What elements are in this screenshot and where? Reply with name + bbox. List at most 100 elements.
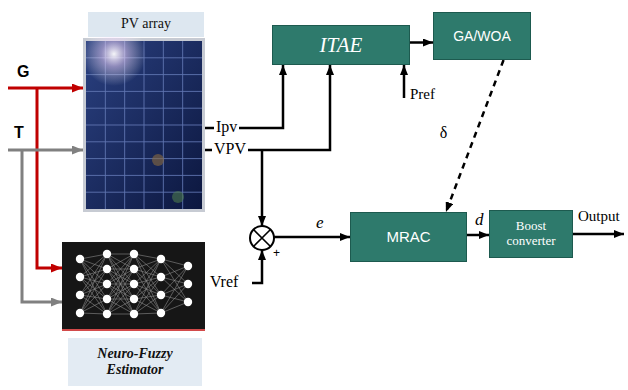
- input-name: G: [17, 63, 29, 80]
- signal-name: d: [474, 210, 485, 230]
- signal-name: δ: [439, 124, 449, 142]
- node-text: Neuro-Fuzzy Estimator: [74, 346, 196, 378]
- neuron: [130, 310, 138, 318]
- signal-name: d: [475, 210, 484, 229]
- neuron: [76, 273, 84, 281]
- neuron: [157, 255, 165, 263]
- signal-name: Ipv: [214, 118, 239, 136]
- summing-junction: [250, 226, 274, 250]
- synapse-line: [80, 259, 107, 314]
- synapse-line: [134, 259, 161, 299]
- input-name: G: [17, 63, 29, 81]
- input-name: T: [14, 124, 24, 142]
- synapse-line: [80, 254, 107, 295]
- neuron: [184, 262, 192, 270]
- neuron: [130, 295, 138, 303]
- signal-name: VPV: [212, 140, 248, 158]
- voltage-wire: [205, 65, 330, 150]
- neuron: [130, 265, 138, 273]
- synapse-line: [80, 299, 107, 313]
- neuron: [157, 291, 165, 299]
- synapse-line: [134, 295, 161, 314]
- temperature-wire: [22, 150, 62, 302]
- neuron: [76, 291, 84, 299]
- synapse-line: [161, 302, 188, 313]
- signal-name: Pref: [410, 86, 435, 102]
- synapse-line: [161, 266, 188, 295]
- cell-line: [86, 192, 202, 193]
- neuron: [76, 255, 84, 263]
- signal-name: Pref: [410, 86, 435, 103]
- synapse-line: [107, 254, 134, 269]
- cell-line: [86, 141, 202, 142]
- signal-arrow: [446, 60, 504, 212]
- error-wire: [274, 236, 350, 239]
- neuron: [157, 309, 165, 317]
- synapse-line: [107, 299, 134, 314]
- network-box: [62, 242, 205, 330]
- signal-name: Vref: [210, 273, 238, 290]
- signal-name: e: [316, 213, 324, 233]
- synapse-line: [161, 266, 188, 313]
- neuron: [103, 250, 111, 258]
- cell-line: [86, 158, 202, 159]
- input-name: T: [14, 124, 24, 141]
- synapse-line: [107, 254, 134, 299]
- signal-name: Vref: [210, 273, 238, 291]
- cell-line: [86, 125, 202, 126]
- neuron: [103, 280, 111, 288]
- node-text: PV array: [121, 16, 171, 32]
- signal-name: e: [316, 213, 324, 232]
- synapse-line: [161, 284, 188, 313]
- signal-arrow: [410, 41, 433, 44]
- synapse-line: [161, 266, 188, 277]
- summing-cross: [254, 230, 271, 247]
- synapse-line: [107, 269, 134, 314]
- cell-line: [86, 108, 202, 109]
- cell-line: [86, 91, 202, 92]
- sign-mark: +: [273, 246, 280, 260]
- synapse-line: [107, 254, 134, 269]
- synapse-line: [107, 269, 134, 314]
- network-base-line: [62, 329, 205, 331]
- sign-mark: +: [273, 246, 280, 260]
- title-tag: PV array: [88, 12, 204, 37]
- node-text: Boost converter: [496, 219, 566, 249]
- pv-panel: [82, 22, 205, 212]
- node-text: ITAE: [320, 33, 363, 57]
- neuron: [130, 280, 138, 288]
- signal-name: VPV: [214, 140, 246, 157]
- signal-arrow: [467, 234, 489, 237]
- synapse-line: [80, 259, 107, 299]
- process-box: MRAC: [350, 212, 467, 262]
- node-text: GA/WOA: [453, 28, 511, 44]
- synapse-line: [107, 299, 134, 314]
- output-name: Output: [578, 208, 620, 225]
- cell-line: [86, 175, 202, 176]
- process-box: Boost converter: [489, 210, 573, 258]
- title-tag: Neuro-Fuzzy Estimator: [68, 338, 202, 386]
- voltage-wire: [261, 150, 264, 226]
- reflection-spot: [172, 191, 184, 203]
- synapse-line: [134, 259, 161, 314]
- neuron: [130, 250, 138, 258]
- neuron: [157, 273, 165, 281]
- reflection-spot: [152, 154, 164, 166]
- synapse-line: [80, 254, 107, 277]
- neuron: [184, 280, 192, 288]
- signal-name: Ipv: [216, 118, 237, 135]
- signal-name: δ: [440, 124, 448, 141]
- process-box: ITAE: [272, 25, 410, 65]
- temperature-wire: [8, 149, 83, 152]
- neuron: [103, 265, 111, 273]
- reference-wire: [252, 250, 262, 283]
- output-name: Output: [578, 208, 620, 224]
- synapse-line: [107, 254, 134, 299]
- neuron: [184, 298, 192, 306]
- neural-network: [62, 242, 205, 330]
- synapse-line: [134, 254, 161, 295]
- irradiance-wire: [8, 87, 83, 90]
- irradiance-wire: [37, 88, 62, 268]
- neuron: [103, 310, 111, 318]
- neuron: [103, 295, 111, 303]
